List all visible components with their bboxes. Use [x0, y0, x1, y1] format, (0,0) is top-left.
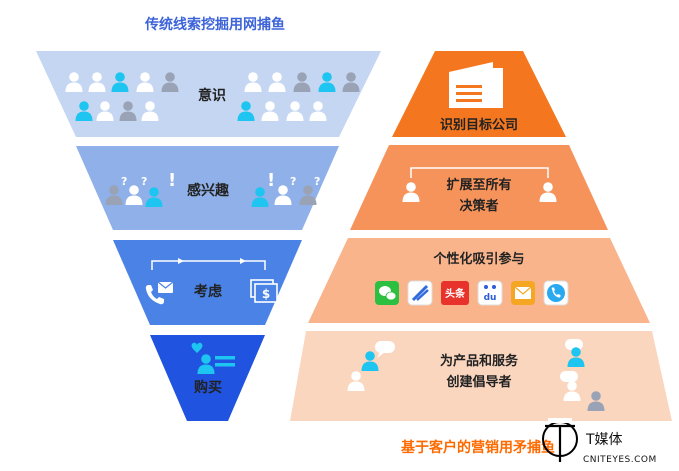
- loyal-customer-icon: [191, 342, 235, 374]
- phone-mail-icon: [145, 281, 174, 305]
- pyramid-tier-expand-label-2: 决策者: [459, 198, 498, 214]
- pyramid-tier-advocates-label-1: 为产品和服务: [440, 353, 519, 369]
- funnel-stage-consideration-label: 考虑: [194, 283, 222, 300]
- funnel-stage-purchase-label: 购买: [194, 379, 222, 396]
- svg-text:?: ?: [121, 175, 127, 188]
- svg-text:?: ?: [141, 175, 147, 188]
- pyramid-tier-engage-label: 个性化吸引参与: [432, 251, 524, 267]
- baidu-icon: du: [477, 280, 503, 306]
- funnel-stage-purchase: [150, 335, 265, 421]
- decision-makers-icon: [402, 167, 557, 202]
- brand-name: T媒体: [585, 432, 623, 448]
- money-bills-icon: $: [250, 279, 278, 303]
- phone-icon: [543, 280, 569, 306]
- funnel-stage-interest-label: 感兴趣: [187, 182, 230, 199]
- svg-text:$: $: [262, 287, 270, 301]
- toutiao-icon: 头条: [441, 281, 469, 305]
- funnel: 意识 感兴趣 ? ?: [36, 51, 381, 421]
- brand-url: CNITEYES.COM: [583, 455, 657, 465]
- svg-text:?: ?: [314, 175, 320, 188]
- pyramid-tier-expand-label-1: 扩展至所有: [446, 177, 511, 193]
- pyramid-tier-identify-label: 识别目标公司: [440, 117, 518, 133]
- pyramid: 识别目标公司 扩展至所有 决策者 个性化吸引参与: [290, 51, 672, 421]
- wechat-icon: [375, 281, 399, 305]
- svg-text:头条: 头条: [445, 287, 466, 300]
- pyramid-tier-expand: [350, 145, 608, 230]
- pyramid-tier-engage: [308, 238, 650, 323]
- funnel-stage-interest: [76, 146, 339, 230]
- pyramid-tier-advocates-label-2: 创建倡导者: [445, 374, 511, 390]
- email-icon: [511, 281, 535, 305]
- channel-icons: 头条 du: [375, 280, 569, 306]
- svg-text:?: ?: [290, 175, 296, 188]
- brand-logo: T媒体 CNITEYES.COM: [542, 418, 657, 465]
- svg-text:!: !: [168, 170, 176, 191]
- funnel-stage-awareness-label: 意识: [198, 87, 226, 104]
- svg-text:du: du: [484, 293, 497, 303]
- left-title: 传统线索挖掘用网捕鱼: [144, 16, 285, 33]
- building-icon: [449, 62, 503, 108]
- curious-people-icon: ? ? ! ! ? ?: [105, 170, 320, 207]
- advocates-icon: [347, 339, 605, 411]
- flow-arrow-icon: [151, 258, 266, 270]
- svg-text:!: !: [267, 170, 275, 191]
- feather-icon: [407, 280, 433, 306]
- right-title: 基于客户的营销用矛捕鱼: [401, 439, 555, 456]
